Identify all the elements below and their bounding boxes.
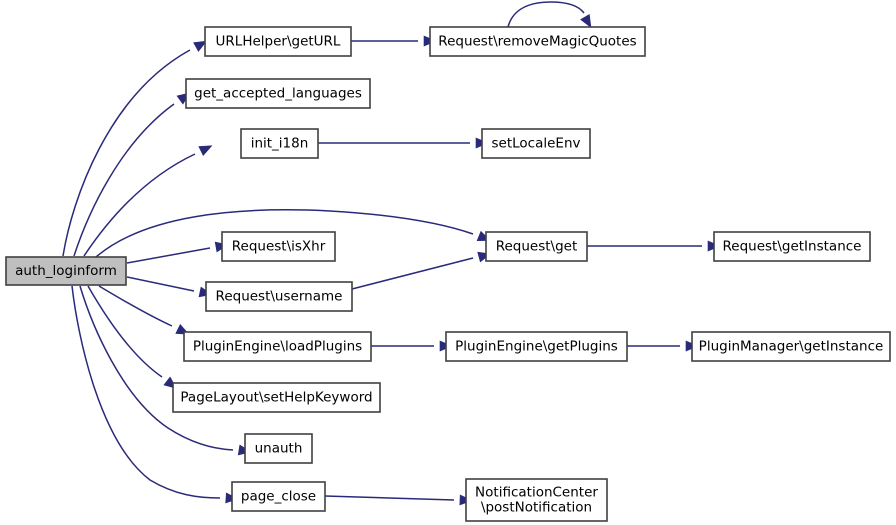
node-label-pluginengine_loadplugins: PluginEngine\loadPlugins bbox=[193, 339, 362, 355]
node-label-get_accepted_languages: get_accepted_languages bbox=[194, 86, 362, 102]
node-layer: auth_loginform URLHelper\getURL Request\re… bbox=[5, 26, 891, 522]
node-label-init_i18n: init_i18n bbox=[251, 136, 309, 152]
node-label-setlocaleenv: setLocaleEnv bbox=[491, 136, 580, 152]
node-box-urlhelper_geturl[interactable] bbox=[204, 26, 352, 57]
node-request_getinstance[interactable]: Request\getInstance bbox=[713, 231, 871, 262]
edge-auth_loginform-to-pluginengine_loadplugins bbox=[98, 285, 173, 327]
edge-auth_loginform-to-init_i18n bbox=[83, 153, 196, 257]
node-box-request_isxhr[interactable] bbox=[221, 231, 336, 262]
node-box-get_accepted_languages[interactable] bbox=[185, 78, 371, 109]
node-setlocaleenv[interactable]: setLocaleEnv bbox=[481, 128, 591, 159]
node-label-urlhelper_geturl: URLHelper\getURL bbox=[216, 34, 341, 50]
node-page_close[interactable]: page_close bbox=[231, 481, 326, 512]
node-box-pagelayout_sethelpkeyword[interactable] bbox=[172, 382, 381, 413]
arrowhead-auth_loginform->init_i18n bbox=[198, 145, 213, 157]
node-box-unauth[interactable] bbox=[244, 433, 313, 464]
edge-auth_loginform-to-page_close bbox=[71, 285, 221, 499]
node-box-init_i18n[interactable] bbox=[240, 128, 319, 159]
node-label-unauth: unauth bbox=[255, 441, 303, 457]
node-box-pluginengine_loadplugins[interactable] bbox=[183, 331, 372, 362]
node-label-pluginmanager_getinstance: PluginManager\getInstance bbox=[699, 339, 884, 355]
node-label-notificationcenter_post: NotificationCenter bbox=[475, 485, 598, 501]
edge-request_username-to-request_get bbox=[351, 257, 474, 290]
node-label-request_get: Request\get bbox=[496, 239, 578, 255]
node-request_isxhr[interactable]: Request\isXhr bbox=[221, 231, 336, 262]
edge-layer bbox=[62, 1, 702, 501]
edge-auth_loginform-to-get_accepted_languages bbox=[73, 103, 175, 257]
edge-request_removemagicquotes-to-request_removemagicquotes bbox=[507, 1, 585, 28]
node-pluginengine_loadplugins[interactable]: PluginEngine\loadPlugins bbox=[183, 331, 372, 362]
node-pagelayout_sethelpkeyword[interactable]: PageLayout\setHelpKeyword bbox=[172, 382, 381, 413]
edge-auth_loginform-to-request_isxhr bbox=[126, 247, 211, 264]
node-unauth[interactable]: unauth bbox=[244, 433, 313, 464]
node-box-request_getinstance[interactable] bbox=[713, 231, 871, 262]
node-get_accepted_languages[interactable]: get_accepted_languages bbox=[185, 78, 371, 109]
edge-auth_loginform-to-request_username bbox=[126, 276, 195, 292]
node-box-setlocaleenv[interactable] bbox=[481, 128, 591, 159]
node-label-pagelayout_sethelpkeyword: PageLayout\setHelpKeyword bbox=[180, 390, 372, 406]
arrowhead-auth_loginform->urlhelper_geturl bbox=[193, 40, 208, 52]
node-label-request_username: Request\username bbox=[216, 289, 343, 305]
arrowhead-removemagicquotes-self bbox=[580, 14, 592, 29]
node-init_i18n[interactable]: init_i18n bbox=[240, 128, 319, 159]
node-auth_loginform[interactable]: auth_loginform bbox=[5, 256, 127, 286]
node-label-pluginengine_getplugins: PluginEngine\getPlugins bbox=[455, 339, 618, 355]
node-box-request_username[interactable] bbox=[205, 281, 353, 312]
node-label-auth_loginform: auth_loginform bbox=[15, 263, 117, 279]
edge-auth_loginform-to-unauth bbox=[79, 285, 234, 451]
node-box-auth_loginform[interactable] bbox=[5, 256, 127, 286]
node-box-request_get[interactable] bbox=[485, 231, 588, 262]
node-request_get[interactable]: Request\get bbox=[485, 231, 588, 262]
edge-auth_loginform-to-urlhelper_geturl bbox=[62, 49, 191, 257]
edge-auth_loginform-to-pagelayout_sethelpkeyword bbox=[87, 285, 163, 378]
node-urlhelper_geturl[interactable]: URLHelper\getURL bbox=[204, 26, 352, 57]
node-notificationcenter_post[interactable]: NotificationCenter\postNotification bbox=[465, 478, 608, 522]
node-pluginengine_getplugins[interactable]: PluginEngine\getPlugins bbox=[445, 331, 628, 362]
node-request_removemagicquotes[interactable]: Request\removeMagicQuotes bbox=[429, 26, 646, 57]
node-box-pluginmanager_getinstance[interactable] bbox=[691, 331, 891, 362]
node-box-pluginengine_getplugins[interactable] bbox=[445, 331, 628, 362]
edge-auth_loginform-to-request_get bbox=[95, 209, 474, 258]
node-box-page_close[interactable] bbox=[231, 481, 326, 512]
node-label-request_removemagicquotes: Request\removeMagicQuotes bbox=[438, 34, 636, 50]
node-box-request_removemagicquotes[interactable] bbox=[429, 26, 646, 57]
edge-page_close-to-notificationcenter_post bbox=[324, 495, 455, 501]
node-label-page_close: page_close bbox=[241, 489, 316, 505]
node-request_username[interactable]: Request\username bbox=[205, 281, 353, 312]
node-label-request_getinstance: Request\getInstance bbox=[723, 239, 862, 255]
node-pluginmanager_getinstance[interactable]: PluginManager\getInstance bbox=[691, 331, 891, 362]
node-label-request_isxhr: Request\isXhr bbox=[232, 239, 326, 255]
node-label-notificationcenter_post: \postNotification bbox=[481, 500, 592, 516]
node-box-notificationcenter_post[interactable] bbox=[465, 478, 608, 522]
